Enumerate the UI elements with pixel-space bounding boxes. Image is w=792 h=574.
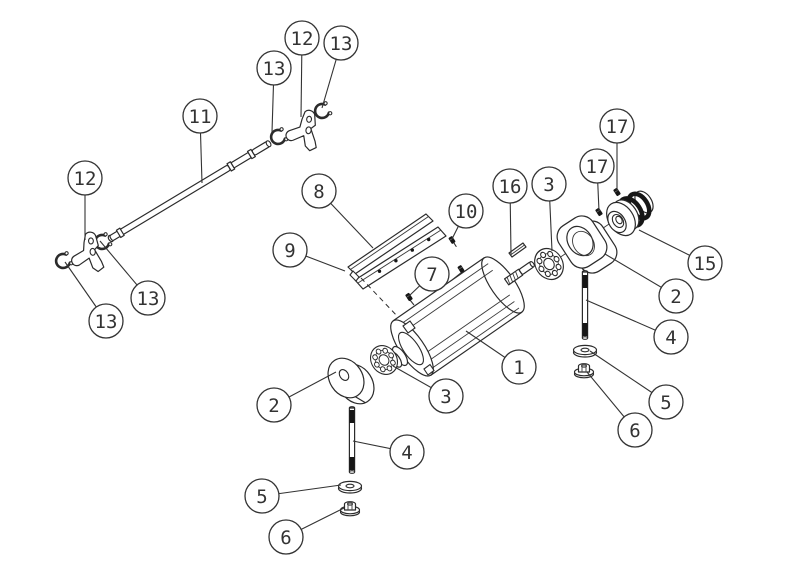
- svg-text:8: 8: [313, 181, 324, 203]
- washer-right: [572, 344, 598, 358]
- callout-2-left: 2: [256, 371, 337, 423]
- svg-text:1: 1: [513, 357, 524, 379]
- callout-3-bottom: 3: [392, 365, 464, 414]
- svg-text:12: 12: [74, 168, 97, 190]
- svg-text:13: 13: [137, 288, 160, 310]
- callout-8: 8: [301, 173, 374, 249]
- callout-15: 15: [638, 229, 723, 281]
- svg-text:17: 17: [586, 156, 609, 178]
- svg-text:6: 6: [280, 527, 291, 549]
- svg-text:12: 12: [291, 28, 314, 50]
- callout-2-right: 2: [604, 253, 694, 314]
- stud-left: [348, 406, 356, 474]
- callout-1: 1: [465, 330, 537, 385]
- svg-text:9: 9: [284, 240, 295, 262]
- svg-text:16: 16: [499, 176, 522, 198]
- stud-right: [581, 270, 589, 340]
- svg-text:7: 7: [426, 264, 437, 286]
- callout-13-bottom-left: 13: [64, 261, 124, 339]
- callout-5-right: 5: [589, 350, 684, 420]
- callout-4-left: 4: [352, 434, 425, 470]
- svg-text:5: 5: [660, 392, 671, 414]
- callout-16: 16: [492, 168, 528, 255]
- callout-11: 11: [182, 98, 218, 184]
- callout-12-top: 12: [284, 20, 320, 118]
- pulley-part: [606, 190, 654, 237]
- svg-text:13: 13: [263, 58, 286, 80]
- svg-text:3: 3: [440, 386, 451, 408]
- svg-text:13: 13: [330, 33, 353, 55]
- svg-text:15: 15: [694, 253, 717, 275]
- callout-13-top-left: 13: [256, 50, 292, 133]
- retaining-clip-lower-left: [52, 249, 75, 272]
- callout-13-bottom-mid: 13: [99, 240, 166, 316]
- svg-text:2: 2: [268, 395, 279, 417]
- callout-17-lower: 17: [579, 148, 615, 212]
- bar-screw-part: [447, 235, 457, 247]
- callouts-layer: 13 12 13 11 12 13 13: [64, 20, 723, 555]
- shaft-key-part: [508, 242, 527, 258]
- svg-text:10: 10: [455, 201, 478, 223]
- set-screw-7a: [404, 292, 415, 306]
- retaining-clip-upper-right: [311, 99, 334, 122]
- svg-text:4: 4: [401, 442, 412, 464]
- callout-10: 10: [448, 193, 484, 240]
- washer-left: [337, 480, 363, 494]
- bearing-housing-right: [556, 215, 618, 274]
- svg-text:5: 5: [256, 486, 267, 508]
- knife-bar-part: [349, 226, 447, 290]
- callout-4-right: 4: [585, 299, 689, 355]
- cutterhead-roller-part: [388, 256, 535, 377]
- end-cap-left: [327, 357, 375, 405]
- svg-text:4: 4: [665, 327, 676, 349]
- callout-9: 9: [272, 232, 346, 272]
- svg-text:6: 6: [629, 420, 640, 442]
- svg-text:13: 13: [95, 311, 118, 333]
- callout-17-upper: 17: [599, 108, 635, 191]
- callout-5-left: 5: [244, 478, 342, 514]
- callout-12-left: 12: [67, 160, 103, 240]
- tie-rod-part: [107, 140, 272, 243]
- callout-6-right: 6: [586, 371, 653, 448]
- svg-text:2: 2: [670, 286, 681, 308]
- svg-text:17: 17: [606, 116, 629, 138]
- callout-7: 7: [408, 256, 450, 297]
- svg-text:11: 11: [189, 106, 212, 128]
- svg-text:3: 3: [543, 174, 554, 196]
- set-screw-7b: [451, 264, 466, 281]
- callout-13-top-right: 13: [321, 25, 359, 109]
- pivot-bracket-left: [69, 230, 105, 274]
- callout-3-top: 3: [531, 166, 567, 252]
- alignment-dashed-line: [360, 277, 400, 319]
- callout-6-left: 6: [268, 507, 345, 555]
